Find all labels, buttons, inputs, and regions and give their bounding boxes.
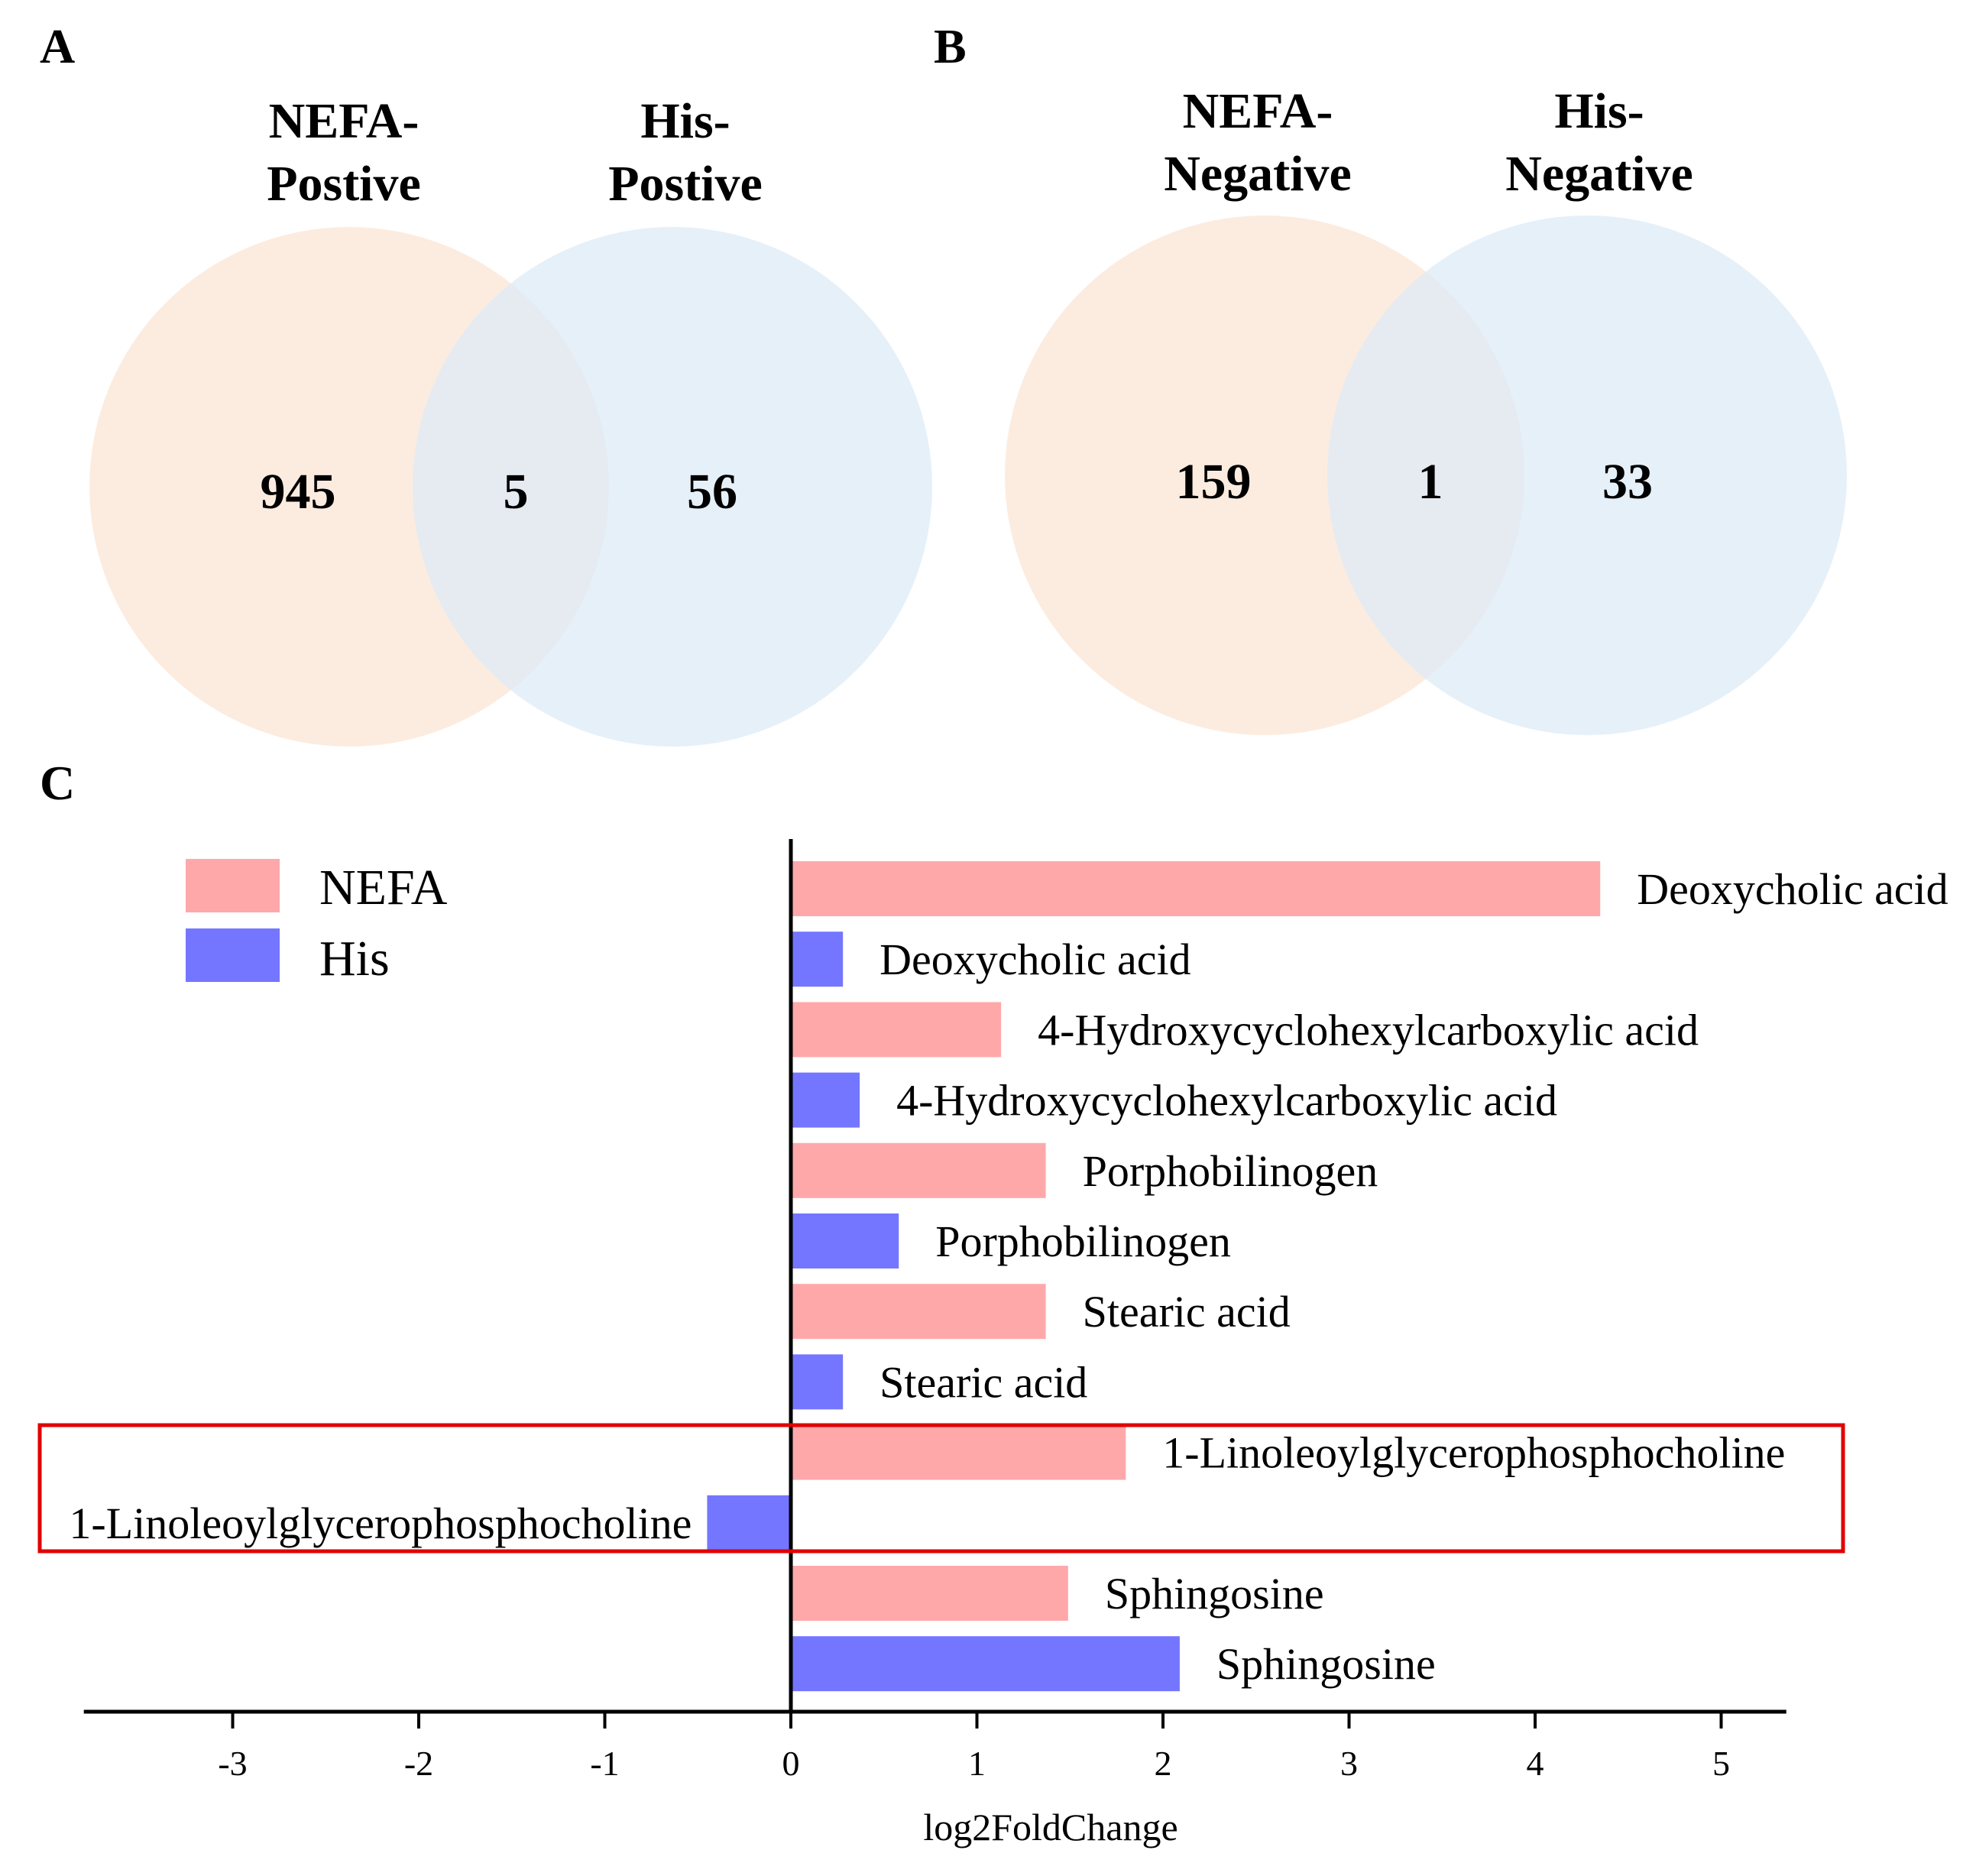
bar-label-9: 1-Linoleoylglycerophosphocholine — [69, 1499, 692, 1548]
bar-nefa-8 — [791, 1424, 1126, 1480]
x-axis-title: log2FoldChange — [923, 1806, 1178, 1848]
bar-label-1: Deoxycholic acid — [879, 935, 1190, 984]
venn-a-right-title-line2: Postive — [608, 156, 763, 212]
venn-b-left-count: 159 — [1176, 454, 1252, 510]
venn-a-right-title-line1: His- — [640, 93, 730, 149]
x-tick-label-3: 3 — [1340, 1744, 1358, 1783]
venn-a-right-circle — [413, 227, 932, 747]
venn-b-overlap-count: 1 — [1418, 454, 1443, 510]
venn-b-right-title-line2: Negative — [1505, 146, 1693, 202]
legend-his-swatch — [186, 928, 280, 982]
bar-nefa-2 — [791, 1002, 1002, 1058]
venn-a-overlap-count: 5 — [504, 464, 529, 520]
legend: NEFA His — [186, 859, 448, 987]
venn-a-left-title-line1: NEFA- — [269, 93, 419, 149]
bars-layer — [707, 861, 1601, 1692]
venn-a-left-title-line2: Postive — [267, 156, 421, 212]
x-tick-label-2: 2 — [1155, 1744, 1172, 1783]
bar-nefa-0 — [791, 861, 1601, 916]
panel-letter-a: A — [40, 19, 75, 73]
venn-a-left-count: 945 — [261, 464, 336, 520]
bar-label-4: Porphobilinogen — [1083, 1146, 1378, 1196]
bar-his-11 — [791, 1636, 1180, 1692]
bar-his-5 — [791, 1213, 899, 1268]
panel-letter-b: B — [934, 19, 967, 73]
x-tick-label-0: 0 — [782, 1744, 800, 1783]
bar-label-0: Deoxycholic acid — [1637, 864, 1948, 914]
x-tick-label-4: 4 — [1527, 1744, 1544, 1783]
panel-letter-c: C — [40, 756, 75, 810]
bar-his-9 — [707, 1495, 791, 1550]
bar-his-7 — [791, 1354, 844, 1410]
x-tick-label-5: 5 — [1712, 1744, 1730, 1783]
x-tick-label--1: -1 — [590, 1744, 619, 1783]
bar-nefa-10 — [791, 1566, 1068, 1621]
bar-label-7: Stearic acid — [879, 1357, 1087, 1407]
bar-label-8: 1-Linoleoylglycerophosphocholine — [1162, 1428, 1785, 1478]
venn-a-right-count: 56 — [687, 464, 737, 520]
bar-label-6: Stearic acid — [1083, 1287, 1291, 1337]
venn-b-left-title-line2: Negative — [1164, 146, 1352, 202]
bar-nefa-4 — [791, 1142, 1046, 1198]
bar-label-2: 4-Hydroxycyclohexylcarboxylic acid — [1038, 1005, 1699, 1055]
venn-diagram-b: NEFA- Negative His- Negative 159 1 33 — [1005, 83, 1847, 735]
x-tick-label--3: -3 — [218, 1744, 247, 1783]
x-tick-label-1: 1 — [968, 1744, 986, 1783]
x-axis: -3 -2 -1 0 1 2 3 4 5 — [83, 839, 1786, 1783]
venn-b-right-count: 33 — [1602, 454, 1653, 510]
legend-nefa-label: NEFA — [319, 860, 448, 915]
bar-label-3: 4-Hydroxycyclohexylcarboxylic acid — [896, 1076, 1557, 1126]
x-tick-label--2: -2 — [404, 1744, 433, 1783]
bar-label-5: Porphobilinogen — [935, 1217, 1231, 1266]
venn-b-left-title-line1: NEFA- — [1183, 83, 1333, 139]
venn-b-right-circle — [1327, 215, 1847, 735]
bar-his-1 — [791, 932, 844, 987]
bar-label-10: Sphingosine — [1105, 1569, 1324, 1618]
bar-nefa-6 — [791, 1284, 1046, 1340]
highlight-box — [37, 1423, 1845, 1554]
venn-diagram-a: NEFA- Postive His- Postive 945 5 56 — [89, 93, 932, 747]
legend-nefa-swatch — [186, 859, 280, 912]
bar-his-3 — [791, 1072, 860, 1128]
venn-b-right-title-line1: His- — [1554, 83, 1644, 139]
bar-label-11: Sphingosine — [1216, 1639, 1436, 1689]
legend-his-label: His — [319, 931, 390, 987]
